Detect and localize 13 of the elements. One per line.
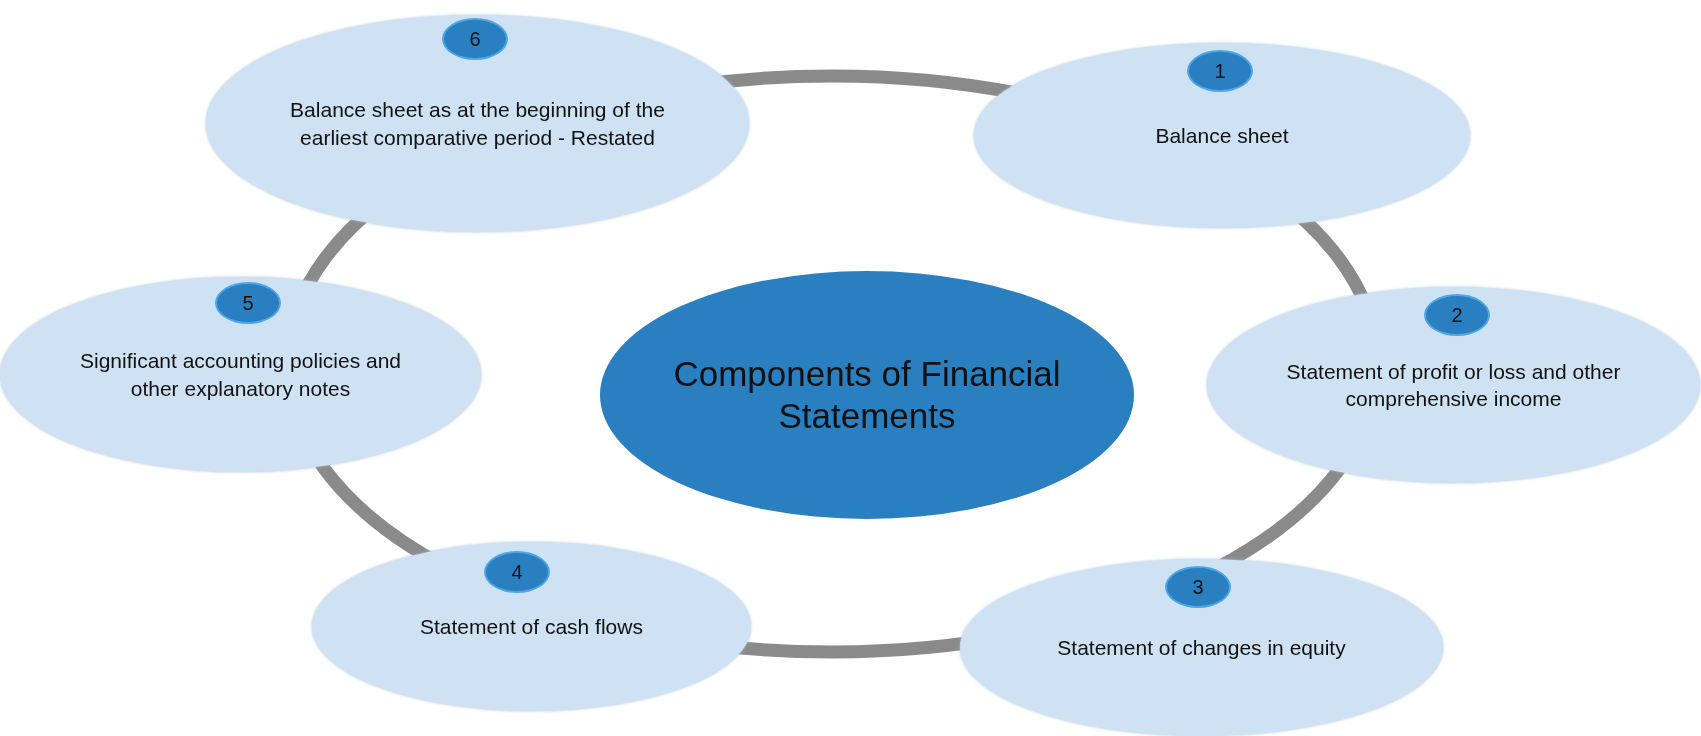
component-label: Statement of cash flows [420, 613, 643, 640]
number-label: 5 [242, 291, 254, 316]
component-label: Statement of changes in equity [1057, 634, 1346, 661]
number-label: 3 [1192, 575, 1204, 600]
number-label: 6 [469, 27, 481, 52]
number-label: 2 [1451, 303, 1463, 328]
component-label: Significant accounting policies and other explanatory notes [78, 348, 402, 402]
component-label: Statement of profit or loss and other comprehensive income [1285, 358, 1622, 412]
number-label: 4 [511, 560, 523, 585]
component-label: Balance sheet [1155, 122, 1289, 149]
component-label: Balance sheet as at the beginning of the earliest comparative period - Restated [289, 97, 666, 151]
number-label: 1 [1214, 59, 1226, 84]
title-text: Components of Financial Statements [672, 353, 1062, 437]
